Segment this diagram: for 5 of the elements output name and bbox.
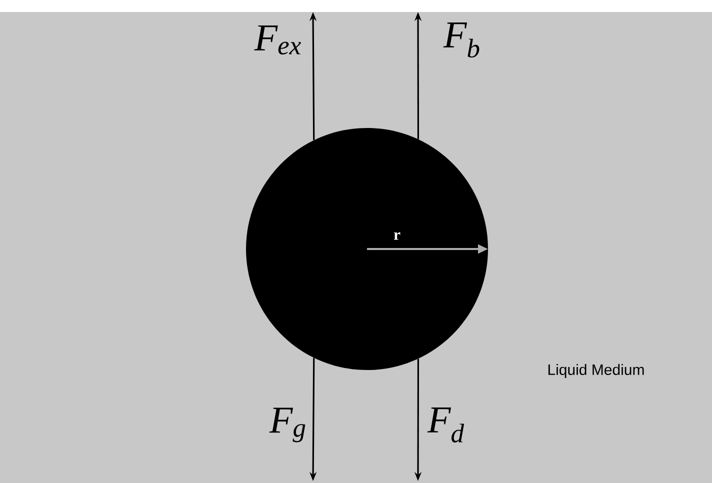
force-label: F$_{g}$ xyxy=(269,408,306,442)
force-label: F$_{b}$ xyxy=(443,22,480,58)
force-label: F$_{d}$ xyxy=(427,407,464,443)
sphere: r xyxy=(246,128,488,370)
force-label: F$_{ex}$ xyxy=(254,25,301,55)
